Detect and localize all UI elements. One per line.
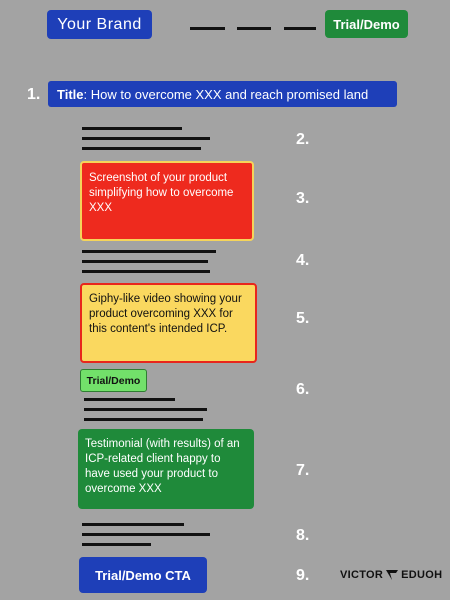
nav-link-placeholder-1[interactable] [190,27,225,30]
text-line-placeholder [82,260,208,263]
logo-left-text: VICTOR [340,569,384,581]
text-line-placeholder [84,418,203,421]
nav-link-placeholder-3[interactable] [284,27,316,30]
text-line-placeholder [82,127,182,130]
text-line-placeholder [82,147,201,150]
text-line-placeholder [82,250,216,253]
testimonial-box-text: Testimonial (with results) of an ICP-rel… [85,438,240,495]
text-line-placeholder [84,408,207,411]
page-title: Title: How to overcome XXX and reach pro… [48,81,397,107]
trial-demo-cta-button[interactable]: Trial/Demo CTA [79,557,207,593]
step-number-5: 5. [296,310,310,327]
text-line-placeholder [82,270,210,273]
testimonial-box: Testimonial (with results) of an ICP-rel… [78,429,254,509]
brand-label: Your Brand [57,15,142,33]
step-number-1: 1. [27,86,41,103]
text-line-placeholder [82,137,210,140]
step-number-6: 6. [296,381,310,398]
cta-label: Trial/Demo CTA [95,567,191,583]
step-number-7: 7. [296,462,310,479]
text-line-placeholder [82,523,184,526]
logo-right-text: EDUOH [401,569,443,581]
product-video-box: Giphy-like video showing your product ov… [80,283,257,363]
author-logo: VICTOR EDUOH [340,567,442,583]
text-line-placeholder [82,533,210,536]
trial-demo-inline-button[interactable]: Trial/Demo [80,369,147,392]
text-line-placeholder [84,398,175,401]
step-number-9: 9. [296,567,310,584]
step-number-3: 3. [296,190,310,207]
product-screenshot-box: Screenshot of your product simplifying h… [80,161,254,241]
trial-demo-inline-label: Trial/Demo [86,374,141,387]
step-number-2: 2. [296,131,310,148]
title-prefix: Title [57,86,84,102]
video-box-text: Giphy-like video showing your product ov… [89,293,242,335]
step-number-4: 4. [296,252,310,269]
brand-logo[interactable]: Your Brand [47,10,152,39]
step-number-8: 8. [296,527,310,544]
trial-demo-label: Trial/Demo [333,16,400,32]
logo-mark-icon [386,570,399,580]
title-text: : How to overcome XXX and reach promised… [83,86,369,102]
nav-link-placeholder-2[interactable] [237,27,271,30]
screenshot-box-text: Screenshot of your product simplifying h… [89,172,234,214]
text-line-placeholder [82,543,151,546]
trial-demo-button[interactable]: Trial/Demo [325,10,408,38]
